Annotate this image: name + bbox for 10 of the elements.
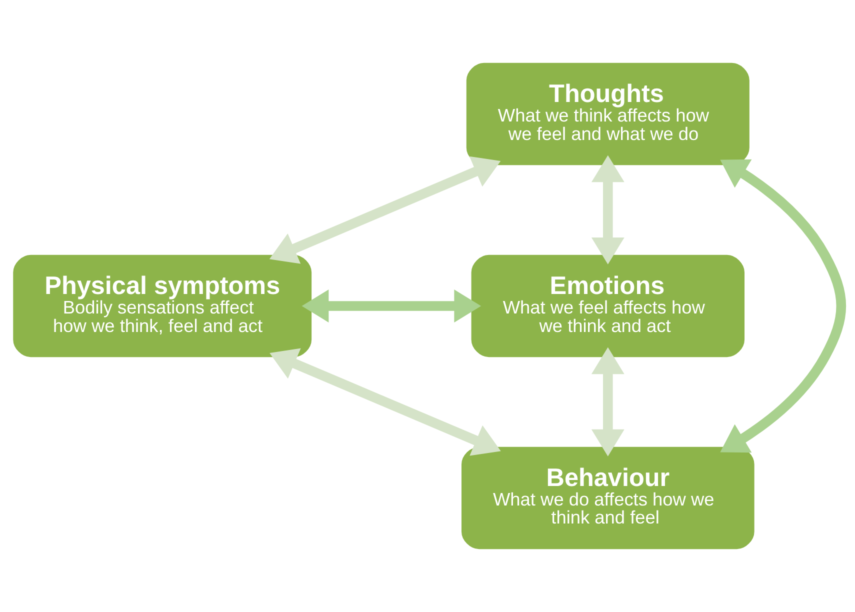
arrow xyxy=(591,347,624,456)
node-box: Behaviour What we do affects how we think and feel xyxy=(462,446,754,550)
arrow xyxy=(720,159,846,453)
node-box: Thoughts What we think affects how we feel and what we do xyxy=(466,62,750,166)
arrow xyxy=(591,155,624,264)
arrow xyxy=(302,290,482,322)
arrow xyxy=(269,156,501,264)
arrow xyxy=(270,348,501,456)
node-box: Emotions What we feel affects how we think and act xyxy=(471,254,745,358)
node-box: Physical symptoms Bodily sensations affect how we think, feel and act xyxy=(13,254,312,358)
